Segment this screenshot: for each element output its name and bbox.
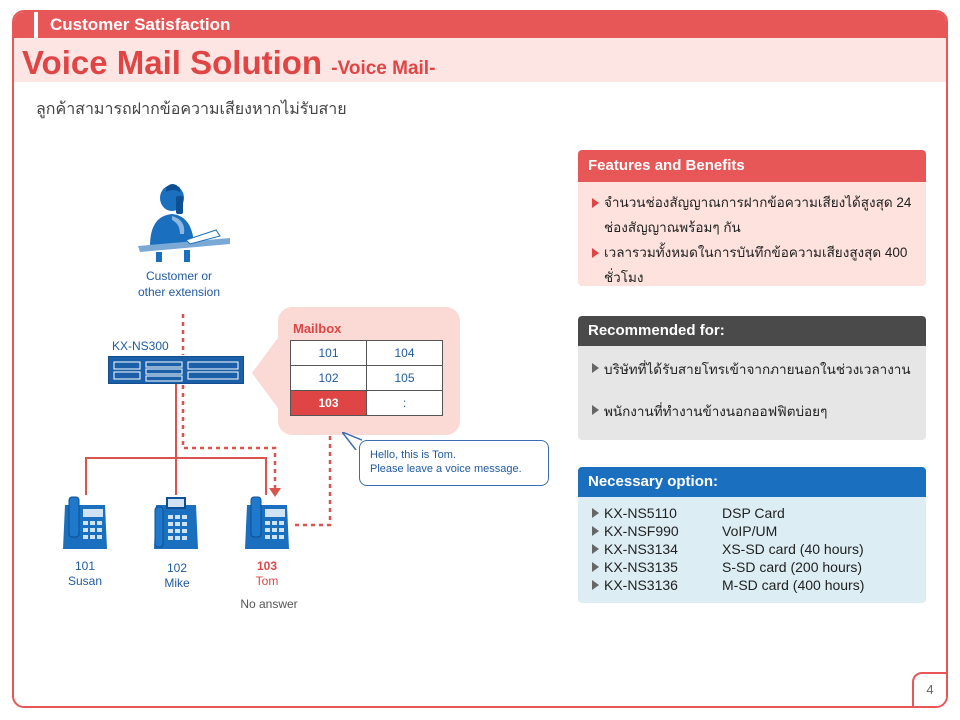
caller-caption: Customer or other extension bbox=[120, 268, 238, 300]
option-row: KX-NS3135 S-SD card (200 hours) bbox=[592, 558, 916, 576]
phone-name: Tom bbox=[255, 574, 279, 588]
phone-name: Mike bbox=[164, 576, 190, 590]
option-model: KX-NS3135 bbox=[604, 559, 678, 575]
mailbox-title: Mailbox bbox=[293, 321, 342, 336]
mailbox-cell: 101 bbox=[290, 340, 367, 366]
desk-phone-icon bbox=[245, 496, 289, 549]
mailbox-cell: 102 bbox=[290, 365, 367, 391]
features-body: จำนวนช่องสัญญาณการฝากข้อความเสียงได้สูงส… bbox=[578, 182, 926, 286]
features-item-text: จำนวนช่องสัญญาณการฝากข้อความเสียงได้สูงส… bbox=[604, 195, 912, 235]
page-title: Voice Mail Solution -Voice Mail- bbox=[22, 44, 435, 82]
call-route-dashed-line bbox=[181, 385, 277, 490]
recommended-item: พนักงานที่ทำงานข้างนอกออฟฟิตบ่อยๆ bbox=[592, 400, 914, 422]
bullet-arrow-icon bbox=[592, 363, 599, 373]
recommended-item: บริษัทที่ได้รับสายโทรเข้าจากภายนอกในช่วง… bbox=[592, 358, 914, 400]
call-route-arrowhead bbox=[269, 488, 281, 497]
page-number: 4 bbox=[912, 672, 946, 706]
pbx-unit-icon bbox=[108, 356, 244, 384]
mailbox-row: 101 104 bbox=[290, 340, 443, 366]
option-desc: DSP Card bbox=[722, 505, 785, 521]
recommended-item-text: พนักงานที่ทำงานข้างนอกออฟฟิตบ่อยๆ bbox=[604, 404, 828, 419]
title-band bbox=[14, 38, 946, 82]
page-subtitle: ลูกค้าสามารถฝากข้อความเสียงหากไม่รับสาย bbox=[36, 101, 347, 118]
recommended-header: Recommended for: bbox=[578, 316, 926, 346]
title-sub: -Voice Mail- bbox=[331, 58, 436, 79]
phone-ext: 102 bbox=[166, 561, 188, 575]
caller-caption-2: other extension bbox=[137, 285, 221, 299]
mailbox-cell: 104 bbox=[366, 340, 443, 366]
bubble-line-1: Hello, this is Tom. bbox=[370, 449, 456, 461]
bullet-arrow-icon bbox=[592, 544, 599, 554]
mailbox-pointer bbox=[252, 335, 280, 411]
recommended-body: บริษัทที่ได้รับสายโทรเข้าจากภายนอกในช่วง… bbox=[578, 346, 926, 440]
features-header: Features and Benefits bbox=[578, 150, 926, 182]
operator-icon bbox=[138, 184, 230, 262]
phone-name: Susan bbox=[67, 574, 103, 588]
mailbox-row: 102 105 bbox=[290, 365, 443, 391]
bullet-arrow-icon bbox=[592, 198, 599, 208]
options-header: Necessary option: bbox=[578, 467, 926, 497]
voice-message-bubble: Hello, this is Tom. Please leave a voice… bbox=[359, 440, 549, 486]
option-row: KX-NSF990 VoIP/UM bbox=[592, 522, 916, 540]
mailbox-table: 101 104 102 105 103 : bbox=[290, 340, 443, 416]
pbx-label: KX-NS300 bbox=[112, 339, 169, 353]
options-body: KX-NS5110 DSP Card KX-NSF990 VoIP/UM KX-NS… bbox=[578, 497, 926, 603]
desk-phone-icon bbox=[154, 497, 198, 549]
bullet-arrow-icon bbox=[592, 580, 599, 590]
bullet-arrow-icon bbox=[592, 405, 599, 415]
desk-phone-icon bbox=[63, 496, 107, 549]
mailbox-cell: 105 bbox=[366, 365, 443, 391]
option-row: KX-NS5110 DSP Card bbox=[592, 504, 916, 522]
option-model: KX-NS3136 bbox=[604, 577, 678, 593]
option-row: KX-NS3134 XS-SD card (40 hours) bbox=[592, 540, 916, 558]
bullet-arrow-icon bbox=[592, 526, 599, 536]
option-desc: S-SD card (200 hours) bbox=[722, 559, 863, 575]
caller-caption-1: Customer or bbox=[145, 269, 213, 283]
recommended-item-text: บริษัทที่ได้รับสายโทรเข้าจากภายนอกในช่วง… bbox=[604, 362, 911, 377]
option-model: KX-NS3134 bbox=[604, 541, 678, 557]
bullet-arrow-icon bbox=[592, 248, 599, 258]
section-bar: Customer Satisfaction bbox=[14, 12, 946, 38]
option-desc: XS-SD card (40 hours) bbox=[722, 541, 864, 557]
features-item: จำนวนช่องสัญญาณการฝากข้อความเสียงได้สูงส… bbox=[592, 190, 914, 240]
mailbox-cell: : bbox=[366, 390, 443, 416]
bubble-tail bbox=[342, 432, 362, 450]
phone-ext: 103 bbox=[256, 559, 278, 573]
option-model: KX-NSF990 bbox=[604, 523, 679, 539]
section-bar-tick bbox=[34, 12, 38, 38]
voicemail-dashed-line bbox=[295, 432, 332, 527]
option-model: KX-NS5110 bbox=[604, 505, 677, 521]
features-item-text: เวลารวมทั้งหมดในการบันทึกข้อความเสียงสูง… bbox=[604, 245, 908, 285]
mailbox-cell-highlight: 103 bbox=[290, 390, 367, 416]
option-row: KX-NS3136 M-SD card (400 hours) bbox=[592, 576, 916, 594]
features-item: เวลารวมทั้งหมดในการบันทึกข้อความเสียงสูง… bbox=[592, 240, 914, 290]
option-desc: VoIP/UM bbox=[722, 523, 778, 539]
bullet-arrow-icon bbox=[592, 562, 599, 572]
phone-ext: 101 bbox=[74, 559, 96, 573]
bullet-arrow-icon bbox=[592, 508, 599, 518]
title-main: Voice Mail Solution bbox=[22, 44, 323, 81]
no-answer-label: No answer bbox=[240, 597, 298, 611]
pbx-phone-bus-line bbox=[85, 457, 267, 495]
mailbox-row: 103 : bbox=[290, 390, 443, 416]
bubble-line-2: Please leave a voice message. bbox=[370, 463, 522, 475]
option-desc: M-SD card (400 hours) bbox=[722, 577, 865, 593]
section-label: Customer Satisfaction bbox=[50, 15, 231, 34]
